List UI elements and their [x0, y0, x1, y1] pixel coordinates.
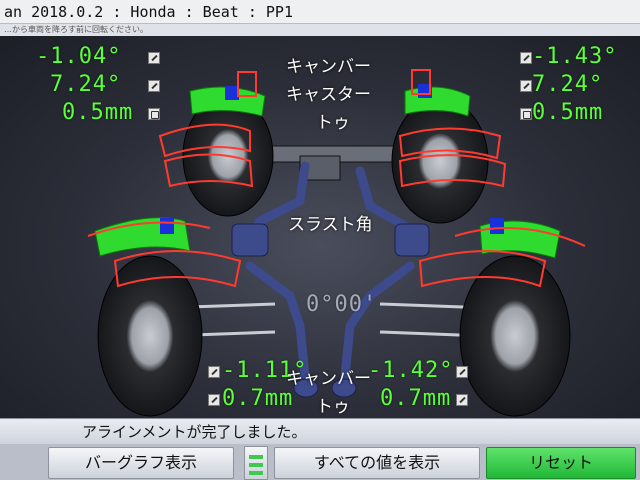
rear-right-camber-value: -1.42° — [368, 358, 454, 383]
graph-toggle-icon[interactable] — [244, 446, 268, 480]
front-right-camber-value: -1.43° — [532, 44, 618, 69]
rear-right-camber-checkbox[interactable] — [456, 366, 468, 378]
rear-left-camber-value: -1.11° — [222, 358, 308, 383]
alignment-diagram: -1.04° 7.24° 0.5mm キャンバー キャスター トゥ -1.43°… — [0, 36, 640, 418]
front-left-camber-checkbox[interactable] — [148, 52, 160, 64]
bar-graph-button[interactable]: バーグラフ表示 — [48, 447, 234, 479]
tailpipe-right — [331, 378, 357, 398]
front-right-wheel — [391, 69, 507, 224]
front-right-caster-checkbox[interactable] — [520, 80, 532, 92]
chassis-graphic — [87, 69, 586, 417]
tailpipe-left — [293, 378, 319, 398]
front-right-toe-checkbox[interactable] — [520, 108, 532, 120]
front-left-camber-value: -1.04° — [36, 44, 122, 69]
front-right-caster-value: 7.24° — [532, 72, 604, 97]
front-right-toe-value: 0.5mm — [532, 100, 604, 125]
muffler-left — [231, 223, 269, 257]
rear-left-toe-value: 0.7mm — [222, 386, 294, 411]
window-title: an 2018.0.2 : Honda : Beat : PP1 — [0, 0, 640, 24]
status-message: アラインメントが完了しました。 — [0, 418, 640, 444]
instruction-text: …から車両を降ろす前に回転ください。 — [0, 24, 640, 36]
front-left-caster-value: 7.24° — [50, 72, 122, 97]
button-bar: バーグラフ表示 すべての値を表示 リセット — [0, 444, 640, 480]
front-left-toe-checkbox[interactable] — [148, 108, 160, 120]
front-toe-label: トゥ — [316, 113, 350, 133]
muffler-right — [394, 223, 430, 257]
front-camber-label: キャンバー — [286, 57, 371, 77]
exhaust-pipes — [240, 161, 420, 381]
front-caster-label: キャスター — [286, 85, 371, 105]
rear-right-toe-value: 0.7mm — [380, 386, 452, 411]
front-left-toe-value: 0.5mm — [62, 100, 134, 125]
rear-left-toe-checkbox[interactable] — [208, 394, 220, 406]
thrust-angle-label: スラスト角 — [288, 215, 373, 235]
show-all-values-button[interactable]: すべての値を表示 — [274, 447, 480, 479]
reset-button[interactable]: リセット — [486, 447, 636, 479]
rear-right-wheel — [418, 218, 586, 417]
rear-right-toe-checkbox[interactable] — [456, 394, 468, 406]
front-left-wheel — [158, 71, 274, 217]
front-left-caster-checkbox[interactable] — [148, 80, 160, 92]
front-right-camber-checkbox[interactable] — [520, 52, 532, 64]
thrust-angle-value: 0°00' — [306, 292, 378, 317]
rear-left-camber-checkbox[interactable] — [208, 366, 220, 378]
rear-camber-label: キャンバー — [286, 369, 371, 389]
rear-toe-label: トゥ — [316, 397, 350, 417]
rear-left-wheel — [87, 217, 242, 417]
